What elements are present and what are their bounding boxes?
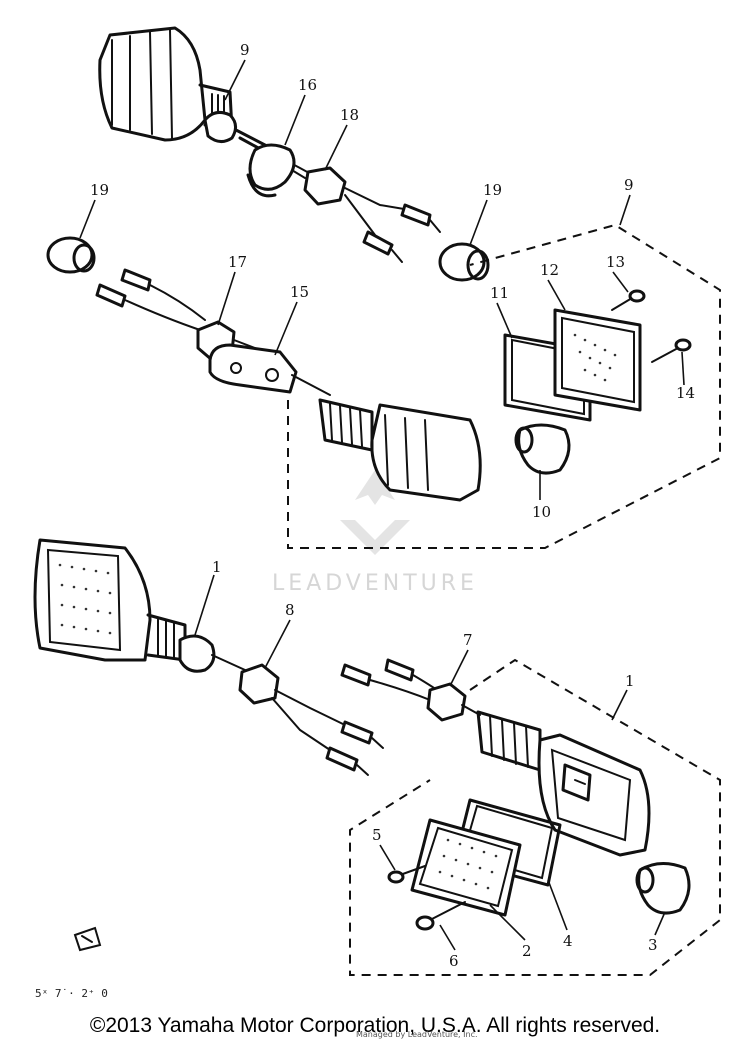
overlay-note: Managed by LeadVenture, Inc. (356, 1030, 478, 1039)
lens-2 (410, 818, 522, 917)
callout-group-9: 9 (624, 176, 634, 194)
callout-cap-19-left: 19 (90, 181, 109, 199)
callout-lens-2: 2 (522, 942, 532, 960)
leadventure-watermark: LEADVENTURE (272, 470, 478, 596)
cap-19-right (438, 242, 490, 282)
callout-screw-5: 5 (372, 826, 382, 844)
callout-grommet-16: 16 (298, 76, 317, 94)
callout-cap-19-right: 19 (483, 181, 502, 199)
callout-labels: 9 16 18 19 19 9 17 15 11 12 13 14 10 1 8… (90, 41, 695, 970)
bottom-connectors-left (325, 720, 384, 776)
turn-signal-exploded-diagram: LEADVENTURE (33, 26, 721, 1000)
callout-screw-13: 13 (606, 253, 625, 271)
callout-group-1: 1 (625, 672, 635, 690)
callout-screw-14: 14 (676, 384, 695, 402)
figure-stamp: 5ˣ 7˙· 2⁺ 0 (35, 926, 108, 1000)
callout-screw-6: 6 (449, 952, 459, 970)
callout-bulb-10: 10 (532, 503, 551, 521)
signal-body-1-exploded (476, 710, 651, 857)
callout-nut-8: 8 (285, 601, 295, 619)
screw-6 (415, 901, 466, 931)
top-turn-signal (98, 26, 341, 191)
screw-13 (611, 289, 646, 311)
bulb-10 (514, 423, 571, 475)
leader-lines (79, 59, 685, 951)
callout-gasket-4: 4 (563, 932, 573, 950)
callout-nut-17: 17 (228, 253, 247, 271)
callout-bulb-3: 3 (648, 936, 658, 954)
cap-19-left (46, 236, 96, 274)
mid-connectors (95, 268, 206, 331)
bottom-turn-signal (33, 538, 261, 681)
bulb-3 (635, 862, 691, 915)
top-connectors (362, 203, 441, 263)
screw-5 (387, 865, 426, 884)
grommet-16 (246, 143, 296, 198)
copyright-notice: ©2013 Yamaha Motor Corporation, U.S.A. A… (89, 1014, 661, 1037)
nut-18 (303, 166, 411, 236)
figure-code: 5ˣ 7˙· 2⁺ 0 (35, 987, 108, 1000)
callout-bottom-signal: 1 (212, 558, 222, 576)
callout-lens-12: 12 (540, 261, 559, 279)
screw-14 (651, 338, 692, 363)
nut-8 (238, 663, 346, 751)
signal-body-9-exploded (318, 398, 482, 502)
bottom-connectors-right (340, 658, 441, 701)
callout-top-signal: 9 (240, 41, 250, 59)
lens-12 (553, 308, 642, 412)
callout-bracket-15: 15 (290, 283, 309, 301)
exploded-group-9-boundary (287, 223, 721, 549)
watermark-text: LEADVENTURE (272, 571, 478, 596)
callout-nut-7: 7 (463, 631, 473, 649)
callout-gasket-11: 11 (490, 284, 509, 302)
callout-nut-18: 18 (340, 106, 359, 124)
bracket-15 (208, 343, 331, 396)
